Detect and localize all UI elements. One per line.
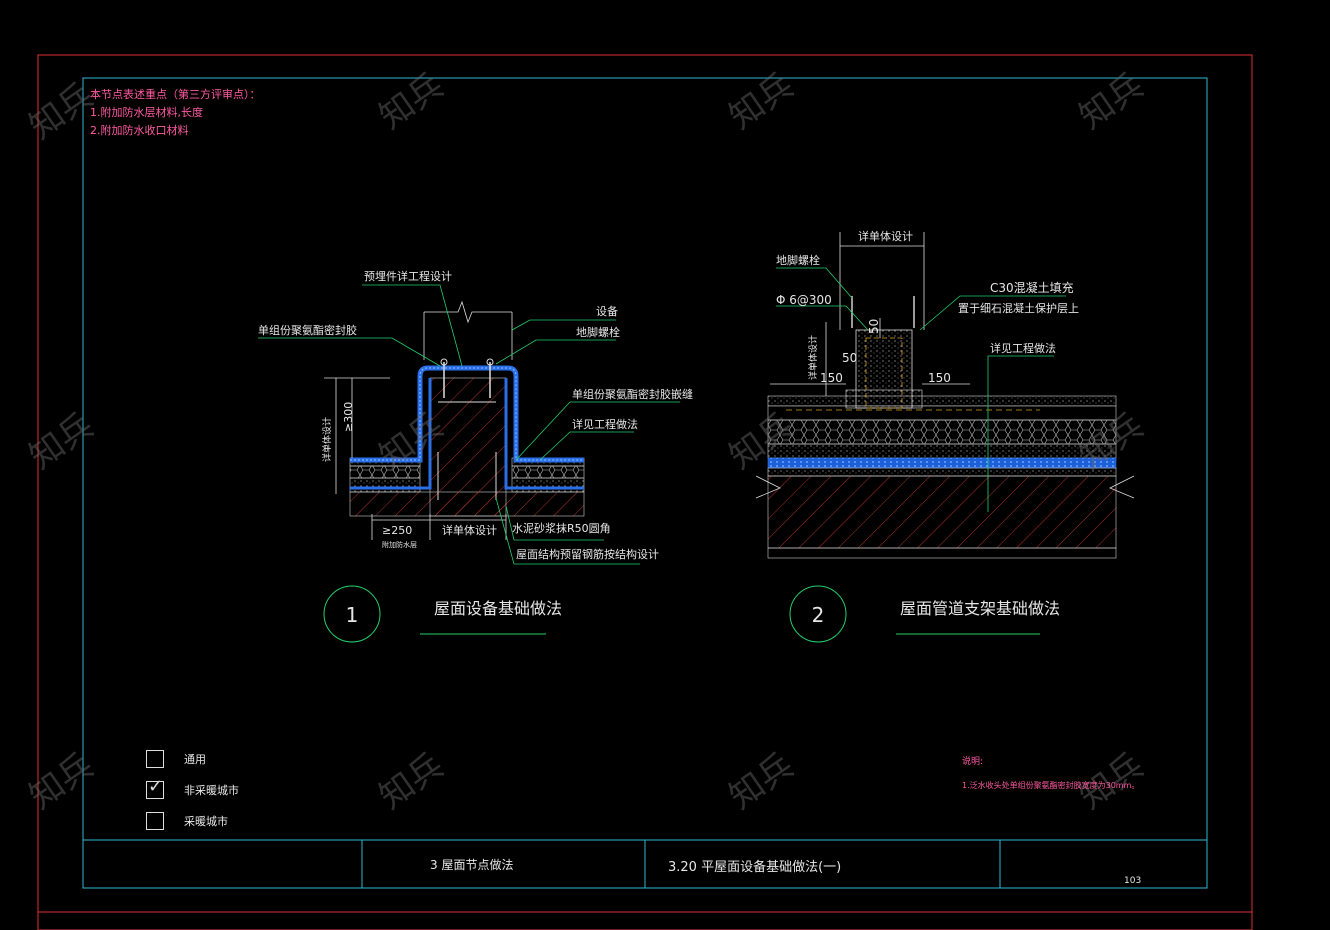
dim-base-width: 详单体设计 [442,523,497,537]
svg-text:知兵: 知兵 [372,66,451,138]
label-structure: 屋面结构预留钢筋按结构设计 [516,547,659,561]
legend-item-non-heating[interactable]: ✓ 非采暖城市 [146,777,239,799]
detail-2-number: 2 [812,603,825,627]
d2-dim150a: 150 [820,371,843,385]
title-block-page: 103 [1124,876,1141,886]
svg-text:知兵: 知兵 [22,746,101,818]
d2-top-dim: 详单体设计 [858,229,913,243]
review-note-2: 2.附加防水收口材料 [90,124,189,137]
dim-height-side: 详单体设计 [321,417,333,462]
detail-1-number: 1 [346,603,359,627]
outer-frame [37,54,1253,930]
layer-insulation-2 [767,419,1117,445]
d2-see-project: 详见工程做法 [990,341,1056,355]
legend-item-heating[interactable]: 采暖城市 [146,812,228,830]
structural-slab-2 [767,475,1117,549]
review-note-1: 1.附加防水层材料,长度 [90,106,203,119]
legend-label-non-heating: 非采暖城市 [184,784,239,797]
label-anchor-bolt: 地脚螺栓 [576,325,620,339]
checkbox-non-heating[interactable]: ✓ [146,777,164,799]
detail-1-drawing: 预埋件详工程设计 设备 地脚螺栓 单组份聚氨酯密封胶 单组份聚氨酯密封胶嵌缝 详… [258,269,693,643]
explanation-text: 1.泛水收头处单组份聚氨酯密封胶宽度为30mm。 [962,780,1139,790]
additional-membrane-left [350,378,432,490]
d2-concrete: C30混凝土填充 [990,280,1074,295]
label-embedded: 预埋件详工程设计 [364,269,452,283]
dim-width: ≥250 [382,524,412,537]
label-see-project-1: 详见工程做法 [572,417,638,431]
layer-slope-right [511,477,585,493]
label-sealant-embed: 单组份聚氨酯密封胶嵌缝 [572,387,693,401]
title-block-chapter: 3 屋面节点做法 [430,857,513,872]
layer-slope-left [349,477,421,493]
label-sealant: 单组份聚氨酯密封胶 [258,323,357,337]
detail-2-bubble [789,585,847,643]
equipment-base [429,377,507,517]
layer-insulation-right [511,465,585,479]
checkbox-general[interactable] [146,750,164,768]
detail-1-bubble [323,585,381,643]
svg-text:知兵: 知兵 [22,406,101,478]
additional-membrane-right [504,378,584,490]
legend-item-general[interactable]: 通用 [146,750,206,768]
equipment-break-line [424,300,512,324]
svg-text:知兵: 知兵 [722,66,801,138]
dim-width-sub: 附加防水层 [382,540,417,549]
legend-label-heating: 采暖城市 [184,815,228,828]
layer-protect-2 [767,395,1117,407]
label-equipment: 设备 [596,304,618,318]
svg-text:知兵: 知兵 [372,746,451,818]
legend-label-general: 通用 [184,753,206,766]
d2-protect: 置于细石混凝土保护层上 [958,301,1079,315]
d2-anchor-bolt: 地脚螺栓 [776,253,820,267]
d2-rebar: Φ 6@300 [776,293,832,307]
d2-dim50b: 50 [842,351,857,365]
check-icon: ✓ [148,776,164,797]
detail-2-title: 屋面管道支架基础做法 [900,599,1060,618]
d2-dim50a: 50 [867,319,881,334]
d2-side: 详单体设计 [807,335,819,380]
checkbox-heating[interactable] [146,812,164,830]
title-block-section: 3.20 平屋面设备基础做法(一) [668,859,841,875]
svg-text:知兵: 知兵 [722,746,801,818]
dim-height: ≥300 [342,402,355,432]
review-notes: 本节点表述重点（第三方评审点）： 1.附加防水层材料,长度 2.附加防水收口材料 [90,86,261,140]
explanation-title: 说明: [962,755,983,767]
svg-text:知兵: 知兵 [1072,66,1151,138]
layer-waterproof-2 [767,457,1117,469]
detail-2-drawing: 详单体设计 地脚螺栓 Φ 6@300 C30混凝土填充 置于细石混凝土保护层上 … [755,229,1135,643]
detail-1-title: 屋面设备基础做法 [434,599,562,618]
label-mortar: 水泥砂浆抹R50圆角 [512,521,611,535]
d2-dim150b: 150 [928,371,951,385]
layer-screed-2 [767,443,1117,459]
review-notes-title: 本节点表述重点（第三方评审点）： [90,88,261,101]
layer-insulation-left [349,465,421,479]
